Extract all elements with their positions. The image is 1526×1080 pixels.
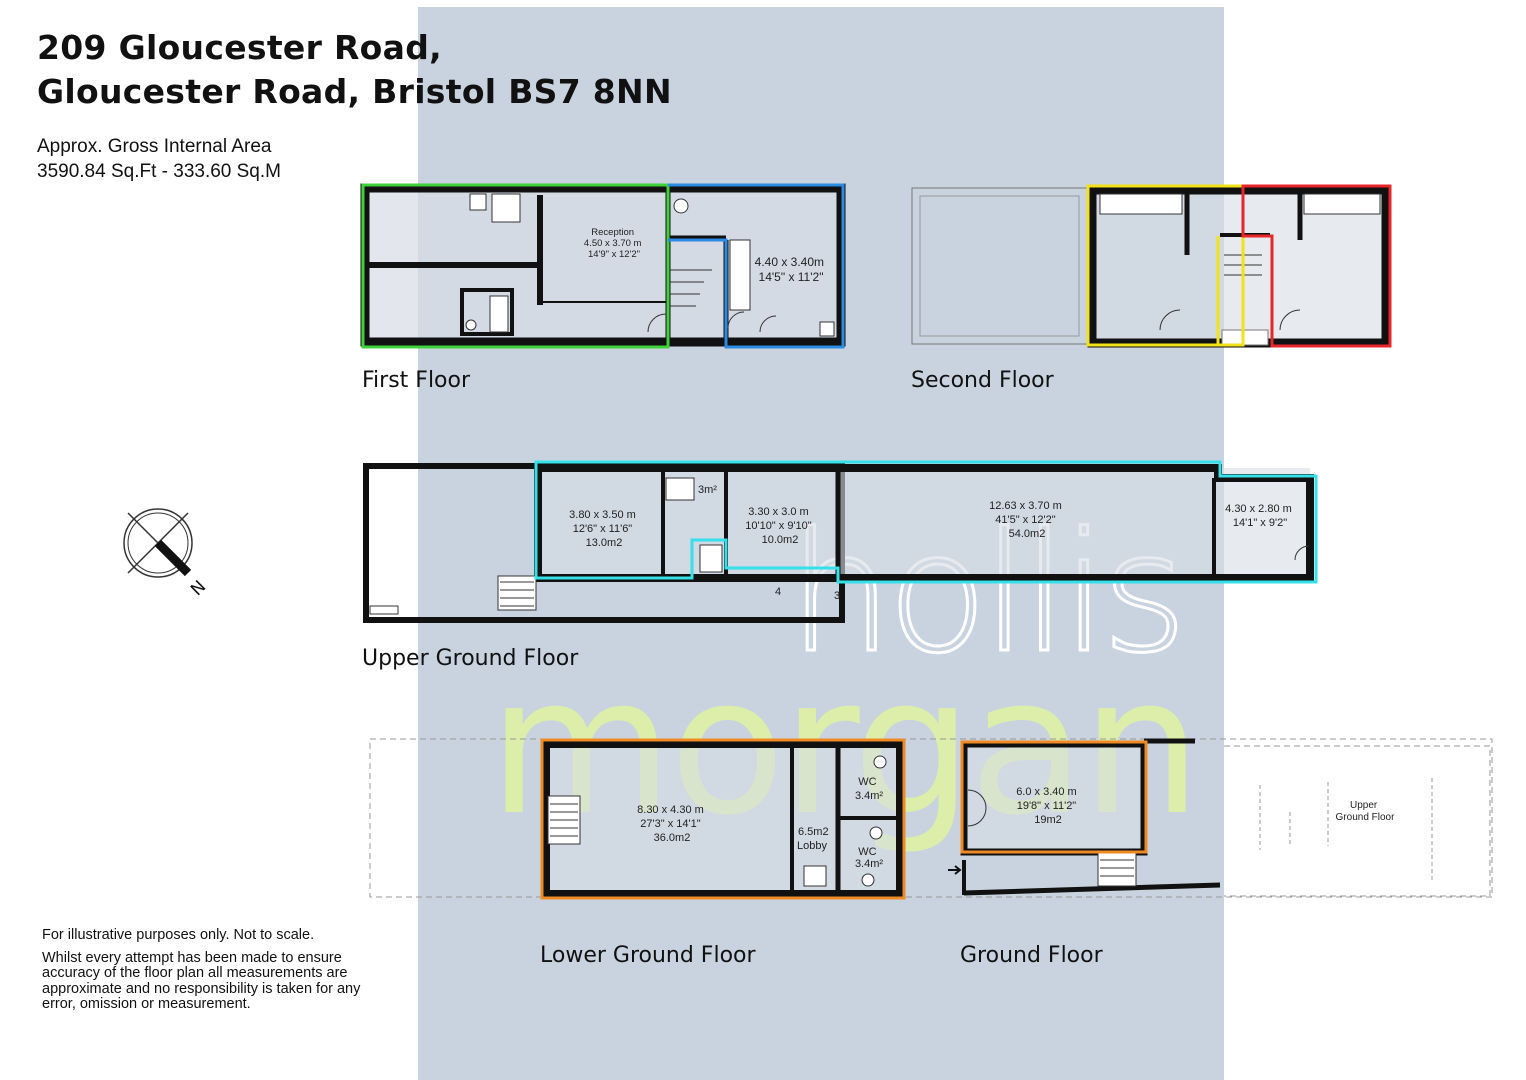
room-label: 19'8" x 11'2" xyxy=(1017,800,1077,812)
gross-area: Approx. Gross Internal Area 3590.84 Sq.F… xyxy=(37,134,281,184)
svg-text:Upper Ground Floor: Upper Ground Floor xyxy=(1336,800,1396,823)
room-label: 41'5" x 12'2" xyxy=(995,514,1055,526)
svg-text:Reception 4.50 x 3.70 m: Reception 4.50 x 3.70 m 14'9" x 12'2" xyxy=(584,227,644,260)
room-label: 13.0m2 xyxy=(586,537,623,549)
room-label: 14'9" x 12'2" xyxy=(588,249,640,260)
room-label: Lobby xyxy=(797,840,827,852)
room-label: Upper xyxy=(1350,800,1378,811)
svg-text:6.0 x 3.40 m 19'8" x 11': 6.0 x 3.40 m 19'8" x 11'2" 19m2 xyxy=(1016,786,1080,826)
upper-ground-floor-plan: 3.80 x 3.50 m 12'6" x 11'6" 13.0m2 3m² 3… xyxy=(363,460,1318,623)
room-label: 19m2 xyxy=(1034,814,1062,826)
disclaimer: For illustrative purposes only. Not to s… xyxy=(42,927,382,1020)
gross-area-label: Approx. Gross Internal Area xyxy=(37,136,272,157)
room-label: WC xyxy=(858,846,876,858)
room-label: 3.80 x 3.50 m xyxy=(569,509,636,521)
room-label: 10.0m2 xyxy=(762,534,799,546)
room-label: Reception xyxy=(591,227,634,238)
room-label: 4.50 x 3.70 m xyxy=(584,238,642,249)
floor-label-upper-ground: Upper Ground Floor xyxy=(362,646,579,671)
room-label: 3m² xyxy=(698,484,717,496)
room-number: 3 xyxy=(834,590,840,602)
svg-text:4.30 x 2.80 m 14'1" x 9': 4.30 x 2.80 m 14'1" x 9'2" xyxy=(1225,503,1295,529)
address-line-1: 209 Gloucester Road, xyxy=(37,28,442,67)
room-label: 3.30 x 3.0 m xyxy=(748,506,809,518)
svg-text:WC 3.4m²: WC 3.4m² xyxy=(855,776,883,802)
compass-north-label: N xyxy=(187,577,210,600)
gross-area-value: 3590.84 Sq.Ft - 333.60 Sq.M xyxy=(37,161,281,182)
svg-text:3.30 x 3.0 m 10'10" x 9': 3.30 x 3.0 m 10'10" x 9'10" 10.0m2 xyxy=(745,506,815,546)
room-label: Ground Floor xyxy=(1336,812,1396,823)
room-label: 10'10" x 9'10" xyxy=(745,520,812,532)
room-label: 12.63 x 3.70 m xyxy=(989,500,1062,512)
svg-text:8.30 x 4.30 m 27'3" x 14: 8.30 x 4.30 m 27'3" x 14'1" 36.0m2 xyxy=(637,804,707,844)
floor-label-lower-ground: Lower Ground Floor xyxy=(540,943,756,968)
room-label: 3.4m² xyxy=(855,858,883,870)
room-label: 6.0 x 3.40 m xyxy=(1016,786,1077,798)
floor-label-ground: Ground Floor xyxy=(960,943,1103,968)
room-label: 14'1" x 9'2" xyxy=(1233,517,1287,529)
svg-text:3.80 x 3.50 m 12'6" x 11: 3.80 x 3.50 m 12'6" x 11'6" 13.0m2 xyxy=(569,509,639,549)
room-label: WC xyxy=(858,776,876,788)
property-address: 209 Gloucester Road, Gloucester Road, Br… xyxy=(37,26,672,114)
address-line-2: Gloucester Road, Bristol BS7 8NN xyxy=(37,72,672,111)
ground-floor-plan: 6.0 x 3.40 m 19'8" x 11'2" 19m2 Upper Gr… xyxy=(948,738,1491,897)
room-label: 4.40 x 3.40m xyxy=(755,255,824,269)
svg-text:4.40 x 3.40m 14'5" x 11': 4.40 x 3.40m 14'5" x 11'2" xyxy=(755,255,828,284)
floor-label-second: Second Floor xyxy=(911,368,1054,393)
disclaimer-line-2: Whilst every attempt has been made to en… xyxy=(42,949,361,1012)
disclaimer-line-1: For illustrative purposes only. Not to s… xyxy=(42,927,315,943)
room-label: 12'6" x 11'6" xyxy=(573,523,633,535)
room-label: 54.0m2 xyxy=(1009,528,1046,540)
room-label: 14'5" x 11'2" xyxy=(759,270,824,284)
room-label: 36.0m2 xyxy=(654,832,691,844)
compass-icon: N xyxy=(123,508,210,600)
room-label: 3.4m² xyxy=(855,790,883,802)
lower-ground-floor-plan: 8.30 x 4.30 m 27'3" x 14'1" 36.0m2 6.5m2… xyxy=(369,738,1493,900)
room-label: 6.5m2 xyxy=(798,826,829,838)
second-floor-plan xyxy=(911,184,1392,348)
room-label: 4.30 x 2.80 m xyxy=(1225,503,1292,515)
svg-text:WC 3.4m²: WC 3.4m² xyxy=(855,846,883,870)
room-label: 27'3" x 14'1" xyxy=(640,818,700,830)
first-floor-plan: Reception 4.50 x 3.70 m 14'9" x 12'2" 4.… xyxy=(360,183,846,349)
svg-text:12.63 x 3.70 m 41'5" x 1: 12.63 x 3.70 m 41'5" x 12'2" 54.0m2 xyxy=(989,500,1065,540)
room-number: 4 xyxy=(775,586,781,598)
room-label: 8.30 x 4.30 m xyxy=(637,804,704,816)
floor-label-first: First Floor xyxy=(362,368,471,393)
